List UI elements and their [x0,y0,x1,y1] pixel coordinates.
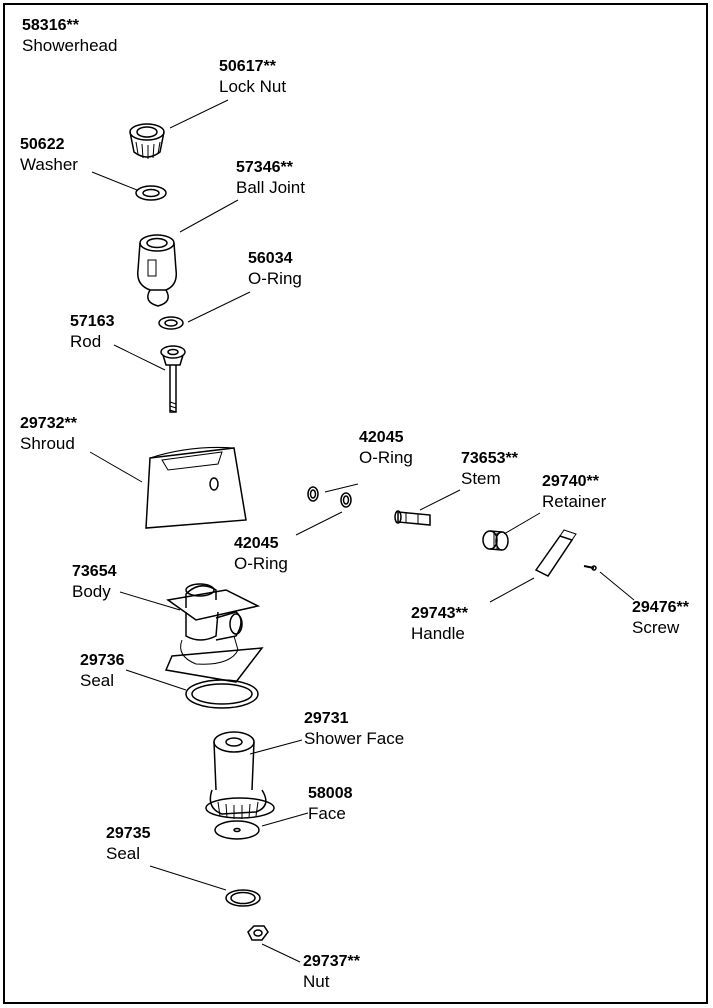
part-number: 29732** [20,415,77,432]
seal-bottom-drawing [225,889,261,907]
part-number: 58008 [308,785,353,802]
label-seal-bottom: 29735 Seal [106,824,151,864]
label-seal-top: 29736 Seal [80,651,125,691]
o-ring-a-drawing [307,486,319,502]
part-number: 29743** [411,605,468,622]
part-number: 57346** [236,159,293,176]
part-name: Screw [632,618,680,637]
label-shower-face: 29731 Shower Face [304,709,404,749]
retainer-drawing [482,530,509,551]
part-number: 29731 [304,710,349,727]
part-number: 56034 [248,250,293,267]
part-name: Showerhead [22,36,118,55]
part-name: Body [72,582,111,601]
label-rod: 57163 Rod [70,312,115,352]
part-number: 29736 [80,652,125,669]
label-lock-nut: 50617** Lock Nut [219,57,286,97]
handle-drawing [534,529,577,577]
part-number: 29740** [542,473,599,490]
screw-drawing [583,565,597,571]
ball-joint-drawing [137,234,178,307]
label-screw: 29476** Screw [632,598,689,638]
label-o-ring-top: 56034 O-Ring [248,249,302,289]
stem-drawing [394,510,431,526]
part-name: Handle [411,624,465,643]
part-name: Retainer [542,492,607,511]
part-number: 29476** [632,599,689,616]
part-number: 73653** [461,450,518,467]
o-ring-b-drawing [340,492,352,508]
label-o-ring-a: 42045 O-Ring [359,428,413,468]
part-name: O-Ring [359,448,413,467]
part-number: 57163 [70,313,115,330]
part-name: Washer [20,155,78,174]
diagram-border [3,3,708,1004]
label-stem: 73653** Stem [461,449,518,489]
lock-nut-drawing [129,123,165,159]
label-washer: 50622 Washer [20,135,78,175]
leader-lines [89,99,635,963]
title-label: 58316** Showerhead [22,16,117,56]
label-shroud: 29732** Shroud [20,414,77,454]
part-name: Lock Nut [219,77,287,96]
part-name: Seal [106,844,141,863]
part-number: 42045 [234,535,279,552]
part-number: 42045 [359,429,404,446]
part-name: O-Ring [234,554,288,573]
face-drawing [214,820,260,840]
label-o-ring-b: 42045 O-Ring [234,534,288,574]
shower-face-drawing [205,731,275,819]
part-name: Shroud [20,434,75,453]
part-name: Stem [461,469,501,488]
part-number: 50617** [219,58,276,75]
part-number: 73654 [72,563,117,580]
label-ball-joint: 57346** Ball Joint [236,158,305,198]
rod-drawing [160,345,186,413]
part-name: Rod [70,332,102,351]
o-ring-top-drawing [158,316,184,330]
nut-drawing [247,925,269,941]
part-name: O-Ring [248,269,302,288]
part-number: 29735 [106,825,151,842]
shroud-drawing [145,446,247,529]
label-body: 73654 Body [72,562,117,602]
label-retainer: 29740** Retainer [542,472,606,512]
seal-top-drawing [185,679,259,709]
part-number: 58316** [22,17,79,34]
body-drawing [164,583,264,683]
label-nut: 29737** Nut [303,952,360,992]
part-name: Nut [303,972,330,991]
part-name: Seal [80,671,115,690]
part-name: Face [308,804,346,823]
part-number: 50622 [20,136,65,153]
washer-drawing [135,185,167,201]
part-name: Ball Joint [236,178,305,197]
part-number: 29737** [303,953,360,970]
part-name: Shower Face [304,729,405,748]
label-face: 58008 Face [308,784,353,824]
label-handle: 29743** Handle [411,604,468,644]
